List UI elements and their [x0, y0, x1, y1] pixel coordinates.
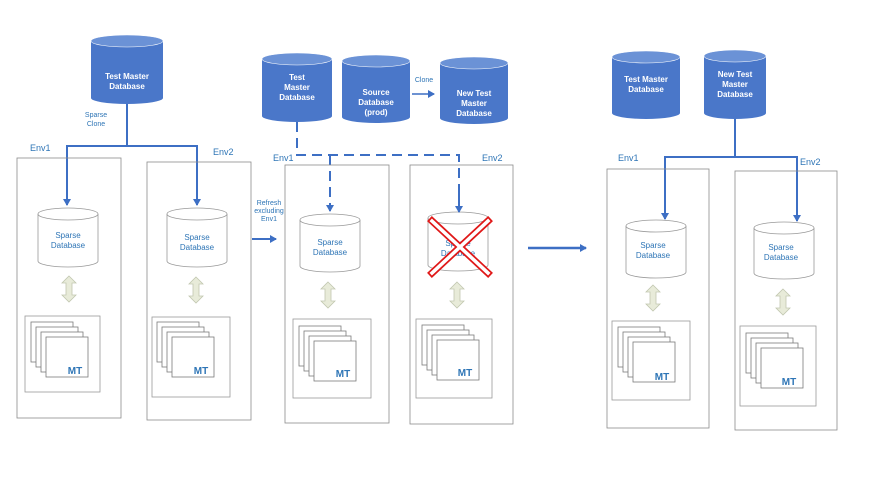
- refresh-arrow: Refresh excluding Env1: [252, 200, 284, 243]
- mt-container: [611, 320, 691, 401]
- sparse-db-label: Database: [180, 243, 215, 252]
- db-label: Database: [358, 98, 394, 107]
- env-label: Env1: [273, 153, 294, 163]
- updown-arrow-icon: [775, 288, 791, 316]
- env-label: Env1: [30, 143, 51, 153]
- mt-container: [292, 318, 372, 399]
- red-x-icon: [427, 216, 493, 278]
- db-label: Database: [279, 93, 315, 102]
- db-label: Test: [289, 73, 305, 82]
- env1-box: Env1 Sparse Database MT: [273, 153, 390, 424]
- mt-container: [24, 315, 101, 393]
- env2-box: Env2 Sparse Database MT: [146, 147, 252, 421]
- panel-1: Test Master Database Sparse Clone Env1 S…: [16, 34, 252, 421]
- updown-arrow-icon: [320, 281, 336, 309]
- mt-label: MT: [458, 368, 472, 379]
- sparse-clone-label: Clone: [87, 121, 105, 128]
- sparse-clone-label: Sparse: [85, 112, 107, 119]
- updown-arrow-icon: [188, 276, 204, 304]
- new-test-master-database-3: New Test Master Database: [703, 49, 767, 119]
- dashed-connector: [296, 122, 460, 191]
- mt-container: [151, 316, 231, 398]
- env-label: Env2: [482, 153, 503, 163]
- refresh-label: Refresh: [257, 200, 282, 207]
- db-label: Test Master: [105, 72, 149, 81]
- mt-label: MT: [782, 377, 796, 388]
- clone-connector: [661, 119, 736, 220]
- panel-3: Test Master Database New Test Master Dat…: [606, 49, 838, 431]
- clone-connector: [735, 156, 801, 222]
- db-label: (prod): [364, 108, 387, 117]
- sparse-db-label: Database: [764, 253, 799, 262]
- env-label: Env2: [800, 157, 821, 167]
- mt-container: [739, 325, 817, 407]
- mt-container: [415, 318, 493, 399]
- clone-connector: [63, 104, 128, 206]
- sparse-db-label: Database: [441, 249, 476, 258]
- test-master-database-1: Test Master Database: [90, 34, 164, 104]
- env-label: Env1: [618, 153, 639, 163]
- sparse-db-label: Sparse: [55, 231, 81, 240]
- db-label: New Test: [718, 70, 753, 79]
- sparse-database: Sparse Database: [753, 221, 815, 280]
- db-label: Database: [628, 85, 664, 94]
- refresh-label: Env1: [261, 216, 277, 223]
- db-label: Master: [722, 80, 748, 89]
- source-database: Source Database (prod): [341, 54, 411, 123]
- mt-label: MT: [194, 366, 208, 377]
- sparse-db-label: Database: [636, 251, 671, 260]
- db-label: Master: [461, 99, 487, 108]
- db-label: Test Master: [624, 75, 668, 84]
- sparse-db-label: Sparse: [640, 241, 666, 250]
- sparse-db-label: Sparse: [768, 243, 794, 252]
- db-label: Source: [362, 88, 390, 97]
- updown-arrow-icon: [645, 284, 661, 312]
- panel-2: Test Master Database Source Database (pr…: [261, 52, 514, 425]
- env1-box: Env1 Sparse Database MT: [606, 153, 710, 429]
- db-label: Database: [456, 109, 492, 118]
- sparse-db-label: Sparse: [317, 238, 343, 247]
- sparse-database: Sparse Database: [625, 219, 687, 279]
- env1-box: Env1 Sparse Database MT: [16, 143, 122, 419]
- mt-label: MT: [68, 366, 82, 377]
- env2-box: Env2 Sparse Database MT: [734, 157, 838, 431]
- clone-label: Clone: [415, 77, 433, 84]
- db-label: Database: [717, 90, 753, 99]
- test-master-database-3: Test Master Database: [611, 50, 681, 119]
- sparse-db-label: Sparse: [184, 233, 210, 242]
- sparse-db-label: Database: [51, 241, 86, 250]
- mt-label: MT: [655, 372, 669, 383]
- clone-connector: [127, 145, 201, 206]
- db-label: Master: [284, 83, 310, 92]
- refresh-label: excluding: [254, 208, 284, 215]
- updown-arrow-icon: [61, 275, 77, 303]
- db-label: New Test: [457, 89, 492, 98]
- db-label: Database: [109, 82, 145, 91]
- test-master-database-2: Test Master Database: [261, 52, 333, 122]
- new-test-master-database-2: New Test Master Database: [439, 56, 509, 124]
- sparse-db-label: Database: [313, 248, 348, 257]
- env2-box: Env2 Sparse Database MT: [409, 153, 514, 425]
- sparse-database: Sparse Database: [166, 207, 228, 268]
- updown-arrow-icon: [449, 281, 465, 309]
- sparse-database: Sparse Database: [37, 207, 99, 268]
- sparse-database: Sparse Database: [299, 213, 361, 273]
- mt-label: MT: [336, 369, 350, 380]
- env-label: Env2: [213, 147, 234, 157]
